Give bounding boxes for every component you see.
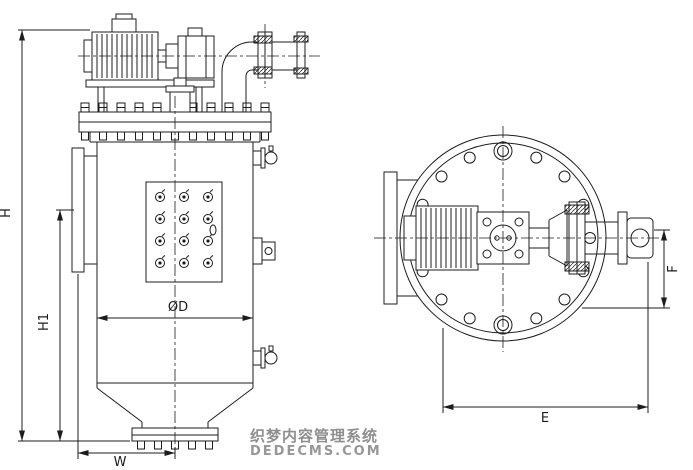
front-view [71,13,309,450]
dimension-w [77,274,176,459]
dim-label-w: W [114,455,127,470]
gear-reducer [177,27,215,79]
vessel-body [89,132,261,388]
dimension-e [442,262,649,413]
dim-label-h: H [0,208,14,218]
dimension-h [18,29,130,442]
watermark-chinese-text: 织梦内容管理系统 [250,427,379,445]
dimension-f [582,229,670,309]
dim-label-d: ØD [168,300,188,315]
dim-label-e: E [541,411,549,426]
vent-valve-upper [253,145,278,169]
dimension-h1 [56,209,74,441]
centerlines [78,24,662,450]
watermark: 织梦内容管理系统 DEDECMS.COM [250,428,382,459]
inlet-flange [71,147,97,273]
drain-valve-lower [253,345,278,369]
watermark-site-text: DEDECMS.COM [250,443,382,459]
control-panel [145,181,223,283]
dim-label-f: F [666,265,681,272]
dim-label-h1: H1 [37,313,52,331]
pressure-gauge-bracket [252,237,276,265]
